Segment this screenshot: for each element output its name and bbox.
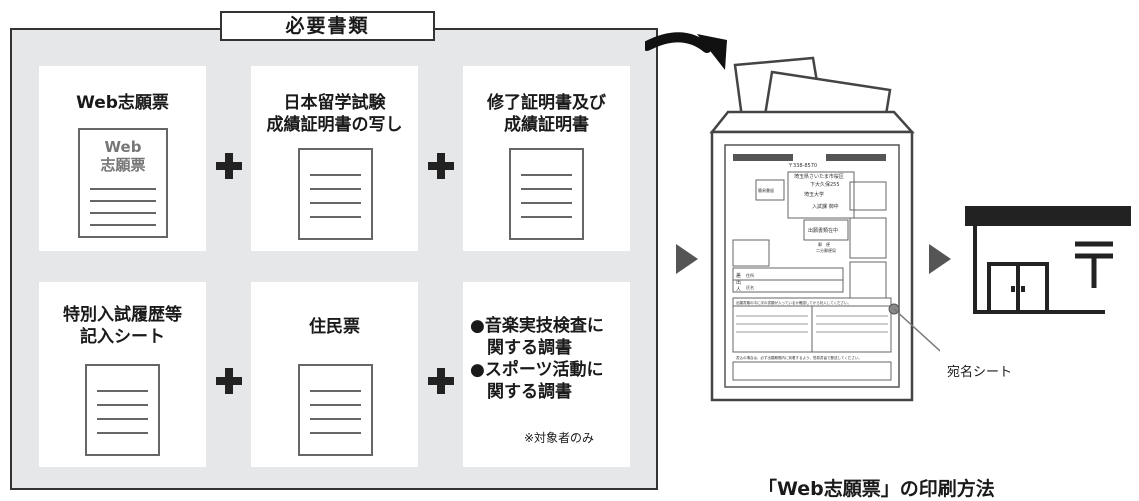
- card-title: Web志願票: [39, 92, 206, 114]
- plus-icon: [428, 368, 454, 394]
- document-icon: [509, 148, 584, 240]
- sender-line: 出: [736, 279, 741, 286]
- card-title: 日本留学試験 成績証明書の写し: [251, 92, 418, 136]
- card-title-line: 成績証明書: [504, 115, 589, 135]
- envelope-footer-note: 書込の場合は、必ず出願期間内に到着するよう、簡易書留で郵送してください。: [736, 355, 862, 360]
- bullet-list: ●音楽実技検査に 関する調書 ●スポーツ活動に 関する調書: [470, 315, 640, 403]
- bullet-line: ●スポーツ活動に: [470, 360, 604, 380]
- play-arrow-icon: [929, 244, 951, 274]
- card-title-line: 特別入試履歴等: [63, 305, 182, 325]
- curved-arrow-icon: [645, 32, 727, 70]
- card-title-line: 成績証明書の写し: [266, 115, 403, 135]
- stamp-label: 簡易書留: [758, 187, 774, 193]
- panel-title: 必要書類: [220, 11, 435, 41]
- card-title-line: Web志願票: [76, 93, 169, 113]
- doc-text: Web 志願票: [80, 138, 166, 174]
- envelope-postcode: 〒338-8570: [788, 163, 817, 169]
- card-title: 修了証明書及び 成績証明書: [463, 92, 630, 136]
- address-line: 入試課 御中: [812, 203, 839, 210]
- address-line: 埼玉大学: [804, 191, 824, 198]
- doc-text-line: Web: [104, 138, 142, 156]
- sender-line: 人: [736, 287, 741, 293]
- bullet-line: ●音楽実技検査に: [470, 316, 604, 336]
- address-line: 埼玉県さいたま市桜区: [794, 173, 844, 180]
- envelope-notice: 出願書類の中に次の書類が入っているか確認してから封入してください。: [736, 300, 851, 305]
- sender-field: 氏名: [746, 284, 754, 290]
- card-title: 特別入試履歴等 記入シート: [39, 304, 206, 348]
- card-title: 住民票: [251, 316, 418, 338]
- bullet-line: 関する調書: [470, 382, 572, 402]
- post-office-icon: [965, 206, 1131, 314]
- card-web-application: Web志願票 Web 志願票: [39, 66, 206, 251]
- address-line: 下大久保255: [810, 181, 840, 188]
- card-title-line: 記入シート: [80, 327, 165, 347]
- envelope-illustration: 速 達 〒338-8570 埼玉県さいたま市桜区 下大久保255 埼玉大学 入試…: [709, 56, 940, 402]
- document-icon: [298, 148, 373, 240]
- document-icon: [85, 364, 160, 456]
- doc-text-line: 志願票: [100, 156, 146, 174]
- document-icon: Web 志願票: [78, 128, 168, 238]
- card-completion-certificate: 修了証明書及び 成績証明書: [463, 66, 630, 251]
- office-line: 郵 便: [818, 241, 830, 247]
- sender-line: 差: [736, 272, 741, 279]
- card-special-exam-history: 特別入試履歴等 記入シート: [39, 282, 206, 467]
- bullet-line: 関する調書: [470, 338, 572, 358]
- card-eju-certificate: 日本留学試験 成績証明書の写し: [251, 66, 418, 251]
- row-label: 出願書類在中: [808, 227, 838, 234]
- card-music-sports-reports: [463, 282, 630, 467]
- document-icon: [298, 364, 373, 456]
- callout-label: 宛名シート: [947, 365, 1013, 380]
- envelope-header-text: 速 達: [803, 155, 821, 163]
- card-title-line: 住民票: [309, 317, 360, 337]
- caption: 「Web志願票」の印刷方法: [758, 478, 995, 500]
- plus-icon: [428, 153, 454, 179]
- plus-icon: [216, 368, 242, 394]
- play-arrow-icon: [676, 244, 698, 274]
- note: ※対象者のみ: [523, 431, 595, 445]
- card-title-line: 修了証明書及び: [487, 93, 606, 113]
- plus-icon: [216, 153, 242, 179]
- card-title-line: 日本留学試験: [283, 93, 386, 113]
- card-resident-record: 住民票: [251, 282, 418, 467]
- sender-field: 住所: [746, 272, 754, 278]
- office-line: 二分郵便局: [816, 247, 836, 253]
